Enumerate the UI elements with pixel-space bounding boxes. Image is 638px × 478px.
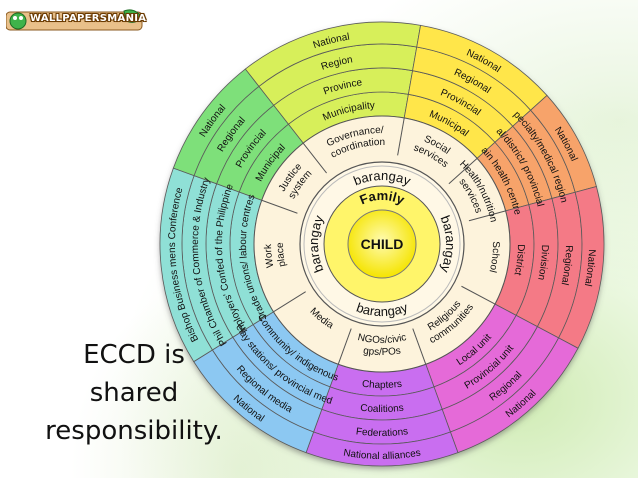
sector-work-label: place xyxy=(275,242,288,268)
barangay-label-right: barangay xyxy=(437,213,458,275)
watermark-text: WALLPAPERSMANIA xyxy=(30,13,147,24)
sector-school-level-4: National xyxy=(582,249,597,287)
barangay-label-top: barangay xyxy=(351,168,413,189)
sector-ngo-level-4: National alliances xyxy=(342,448,421,462)
caption: ECCD is shared responsibility. xyxy=(14,336,254,450)
sector-divider xyxy=(273,291,306,313)
child-circle xyxy=(347,209,417,279)
caption-line-2: shared xyxy=(89,378,179,408)
sector-ngo-level-1: Chapters xyxy=(361,379,402,391)
sector-divider xyxy=(302,142,327,174)
watermark-logo: WALLPAPERSMANIA xyxy=(5,8,147,34)
caption-line-3: responsibility. xyxy=(45,416,223,446)
sector-divider xyxy=(448,157,478,185)
sector-religious xyxy=(425,303,579,454)
child-label: CHILD xyxy=(361,236,404,252)
sector-school-label: School xyxy=(487,241,501,273)
sector-ngo-level-3: Federations xyxy=(355,426,408,439)
barangay-label-left: barangay xyxy=(306,213,327,275)
sector-ngo-label: NGOs/civic xyxy=(357,332,408,346)
sector-school xyxy=(494,186,605,349)
family-label: Family xyxy=(357,188,407,208)
sector-media xyxy=(193,311,339,454)
barangay-ring-inner-line xyxy=(303,165,461,323)
sector-divider xyxy=(468,210,506,222)
caption-line-1: ECCD is xyxy=(83,340,185,370)
sector-ngo xyxy=(305,363,459,467)
frog-logo-icon xyxy=(5,9,143,31)
sector-divider xyxy=(412,328,427,365)
barangay-label-bottom: barangay xyxy=(354,299,410,319)
sector-justice-ring-4 xyxy=(172,68,260,177)
sector-ngo-level-2: Coalitions xyxy=(360,403,405,415)
sector-school-level-1: District xyxy=(512,244,526,276)
sector-school-level-2: Division xyxy=(535,245,550,282)
sector-divider xyxy=(461,285,496,305)
sector-divider xyxy=(397,117,405,156)
sector-justice xyxy=(172,68,304,201)
sector-social xyxy=(403,24,548,159)
sector-ngo-label: gps/POs xyxy=(362,345,401,358)
sector-divider xyxy=(337,328,352,365)
sector-divider xyxy=(261,199,298,214)
sector-health xyxy=(476,94,597,212)
